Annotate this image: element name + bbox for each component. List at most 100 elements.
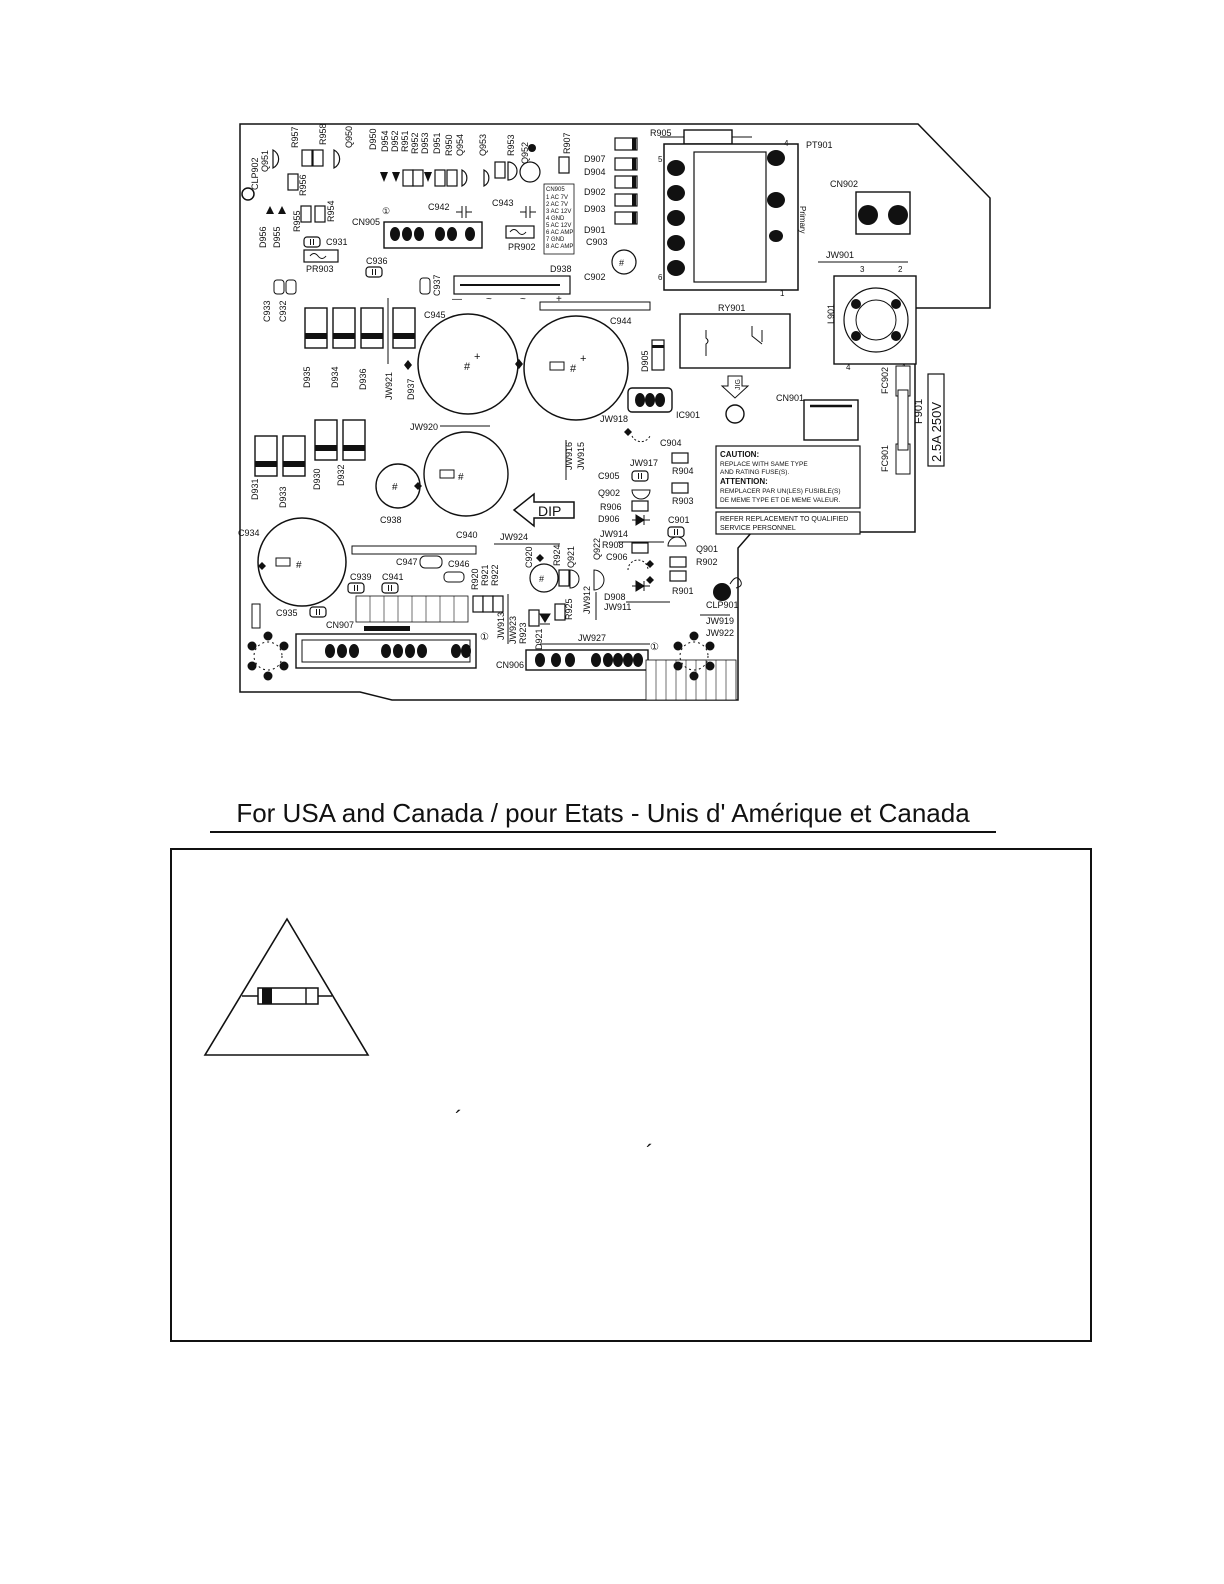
- r952-label: R952: [410, 132, 420, 154]
- svg-text:3: 3: [860, 265, 865, 274]
- dip-arrow: [512, 492, 575, 528]
- pcb-label: 4 GND: [546, 216, 565, 222]
- d938-label: D938: [550, 264, 572, 274]
- mount-hole-right: [673, 631, 715, 681]
- svg-text:5: 5: [658, 155, 663, 164]
- svg-text:#: #: [619, 258, 624, 268]
- svg-text:~: ~: [520, 294, 526, 305]
- r954-label: R954: [326, 200, 336, 222]
- q951-body: [272, 149, 280, 169]
- r907-label: R907: [562, 132, 572, 154]
- d904-label: D904: [584, 167, 606, 177]
- pcb-label: CAUTION:: [720, 450, 759, 459]
- c945-label: C945: [424, 310, 446, 320]
- pcb-label: 1 AC 7V: [546, 195, 568, 201]
- c931-label: C931: [326, 237, 348, 247]
- d934-label: D934: [330, 366, 340, 388]
- d933-label: D933: [278, 486, 288, 508]
- c944-label: C944: [610, 316, 632, 326]
- c904-label: C904: [660, 438, 682, 448]
- r958-label: R958: [318, 123, 328, 145]
- c938-capacitor: [375, 463, 421, 509]
- cn906-pin-table: [645, 659, 737, 701]
- q902-label: Q902: [598, 488, 620, 498]
- jw919-label: JW919: [706, 616, 734, 626]
- d921-label: D921: [534, 628, 544, 650]
- svg-text:+: +: [580, 353, 586, 365]
- primary-label: Primary: [798, 206, 807, 234]
- jw920-label: JW920: [410, 422, 438, 432]
- r901-label: R901: [672, 586, 694, 596]
- pr902-label: PR902: [508, 242, 536, 252]
- pt901-label: PT901: [806, 140, 833, 150]
- c932-label: C932: [278, 300, 288, 322]
- q950-label: Q950: [344, 126, 354, 148]
- cn905-pin-table: CN905 1 AC 7V 2 AC 7V 3 AC 12V 4 GND 5 A…: [543, 183, 575, 255]
- q901-label: Q901: [696, 544, 718, 554]
- jw901-label: JW901: [826, 250, 854, 260]
- jw923-label: JW923: [508, 616, 518, 644]
- d937-label: D937: [406, 378, 416, 400]
- accent-mark-1: ´: [455, 1106, 463, 1131]
- svg-text:①: ①: [382, 206, 390, 216]
- c920-label: C920: [524, 546, 534, 568]
- pcb-label: 8 AC AMP: [546, 244, 573, 250]
- c933-label: C933: [262, 300, 272, 322]
- jw917-label: JW917: [630, 458, 658, 468]
- c939-label: C939: [350, 572, 372, 582]
- cn902-label: CN902: [830, 179, 858, 189]
- jw927-label: JW927: [578, 633, 606, 643]
- ry901-relay: [679, 313, 791, 369]
- d935-label: D935: [302, 366, 312, 388]
- pcb-label: 3 AC 12V: [546, 209, 571, 215]
- pcb-label: 5 AC 12V: [546, 223, 571, 229]
- svg-text:#: #: [392, 482, 398, 493]
- r906-label: R906: [600, 502, 622, 512]
- d932-label: D932: [336, 464, 346, 486]
- c937-label: C937: [432, 274, 442, 296]
- pcb-label: ATTENTION:: [720, 477, 768, 486]
- accent-mark-2: ´: [646, 1140, 654, 1165]
- svg-text:4: 4: [846, 363, 851, 372]
- r955-label: R955: [292, 210, 302, 232]
- r923-label: R923: [518, 622, 528, 644]
- r902-label: R902: [696, 557, 718, 567]
- jw918-label: JW918: [600, 414, 628, 424]
- jw915-label: JW915: [576, 442, 586, 470]
- cn901-label: CN901: [776, 393, 804, 403]
- jw913-label: JW913: [496, 612, 506, 640]
- c940-label: C940: [456, 530, 478, 540]
- d950-label: D950: [368, 128, 378, 150]
- refer-box: REFER REPLACEMENT TO QUALIFIED SERVICE P…: [715, 511, 861, 535]
- q921-label: Q921: [566, 546, 576, 568]
- d956-label: D956: [258, 226, 268, 248]
- r956-label: R956: [298, 174, 308, 196]
- clp902-clip: [241, 187, 255, 201]
- svg-text:1: 1: [780, 289, 785, 298]
- c902-label: C902: [584, 272, 606, 282]
- fc901-label: FC901: [880, 445, 890, 472]
- fc902-label: FC902: [880, 367, 890, 394]
- c947-label: C947: [396, 557, 418, 567]
- caution-box: CAUTION: REPLACE WITH SAME TYPE AND RATI…: [715, 445, 861, 509]
- region-heading: For USA and Canada / pour Etats - Unis d…: [210, 798, 996, 833]
- d954-label: D954: [380, 130, 390, 152]
- jw912-label: JW912: [582, 586, 592, 614]
- d901-label: D901: [584, 225, 606, 235]
- c906-label: C906: [606, 552, 628, 562]
- pcb-label: REPLACE WITH SAME TYPE: [720, 461, 808, 468]
- svg-text:—: —: [452, 294, 462, 305]
- l901-label: L901: [826, 304, 836, 324]
- ry901-label: RY901: [718, 303, 745, 313]
- c935-label: C935: [276, 608, 298, 618]
- jig-label: JIG: [735, 379, 742, 390]
- r905-label: R905: [650, 128, 672, 138]
- svg-text:#: #: [570, 363, 577, 375]
- r904-label: R904: [672, 466, 694, 476]
- fuse-warning-box: ´ ´: [170, 848, 1092, 1342]
- svg-text:#: #: [458, 472, 464, 483]
- mount-hole-left: [247, 631, 289, 681]
- c940-capacitor: [423, 431, 509, 517]
- svg-text:+: +: [556, 294, 562, 305]
- r950-label: R950: [444, 134, 454, 156]
